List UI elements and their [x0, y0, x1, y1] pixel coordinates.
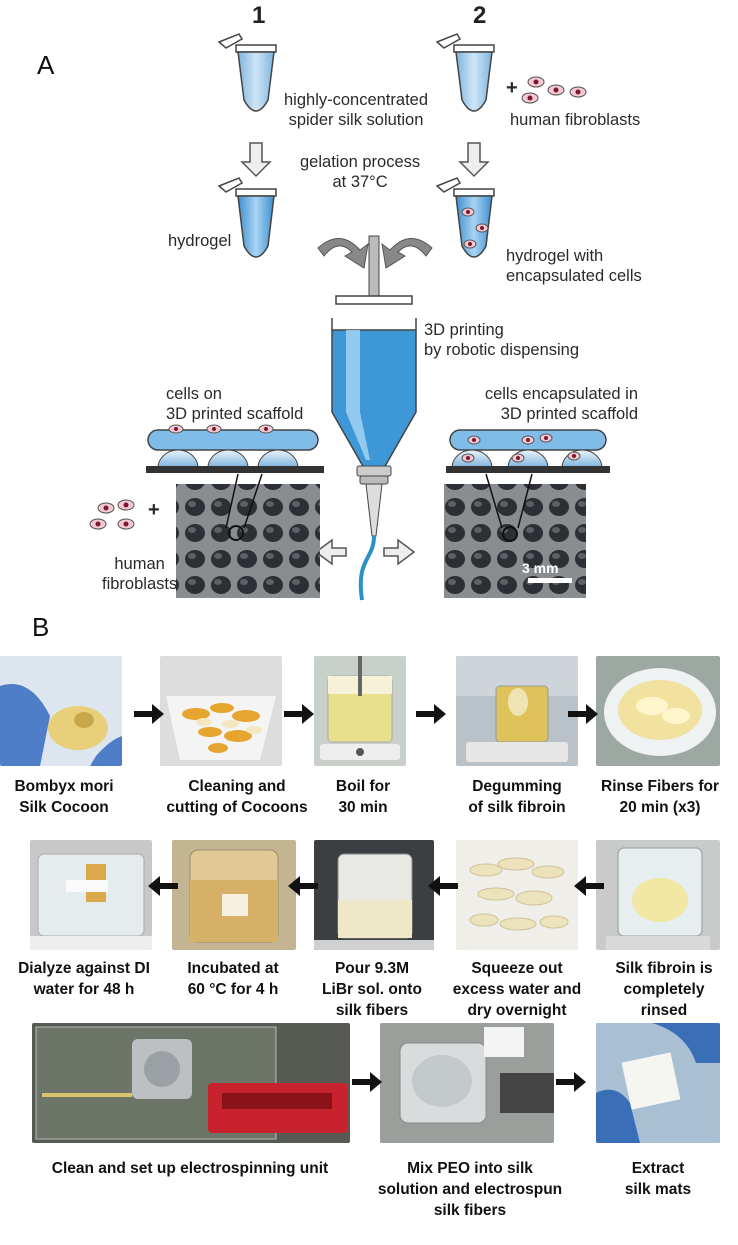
arrow-r3-1 — [352, 1072, 382, 1092]
photo-degumming — [456, 656, 578, 766]
down-arrow-2 — [458, 142, 490, 178]
column-number-1: 1 — [252, 2, 266, 29]
photo-squeeze — [456, 840, 578, 950]
panel-letter-b: B — [32, 612, 50, 642]
arrow-r3-2 — [556, 1072, 586, 1092]
tube-1-hydrogel — [217, 177, 277, 258]
arrow-right — [383, 538, 416, 566]
curved-arrow-right — [381, 238, 433, 269]
scaffold-right — [446, 429, 610, 473]
fibroblast-cells-bottom — [89, 499, 135, 530]
photo-incubated — [172, 840, 296, 950]
photo-mix-peo — [380, 1023, 554, 1143]
plus-sign-top: + — [506, 77, 518, 99]
human-fibroblasts-top-label: human fibroblasts — [510, 111, 641, 129]
plus-sign-bottom: + — [148, 499, 160, 521]
tube-1-solution — [217, 33, 277, 112]
column-number-2: 2 — [473, 2, 487, 29]
photo-silk-mat — [596, 1023, 720, 1143]
dispensing-syringe — [331, 235, 417, 601]
caption-r3-1: Clean and set up electrospinning unit — [51, 1160, 329, 1177]
tube-2-hydrogel-cells — [435, 177, 495, 258]
down-arrow-1 — [240, 142, 272, 178]
arrow-r1-3 — [416, 704, 446, 724]
fibroblast-cells-top — [521, 76, 587, 104]
tube-2-solution — [435, 33, 495, 112]
photo-fibroin-rinsed — [596, 840, 720, 950]
panel-letter-a: A — [37, 50, 55, 80]
arrow-r2-3 — [428, 876, 458, 896]
photo-rinse — [596, 656, 720, 766]
scaffold-photo-left — [176, 473, 320, 598]
scaffold-photo-right — [444, 473, 586, 598]
scale-bar-label: 3 mm — [522, 560, 559, 576]
arrow-left — [314, 538, 347, 566]
arrow-r2-2 — [288, 876, 318, 896]
arrow-r2-1 — [148, 876, 178, 896]
photo-electrospinning-unit — [32, 1023, 350, 1143]
arrow-r1-4 — [568, 704, 598, 724]
photo-dialyze — [30, 840, 152, 950]
hydrogel-label: hydrogel — [168, 232, 232, 250]
arrow-r1-1 — [134, 704, 164, 724]
photo-cut-cocoons — [160, 656, 282, 766]
panel-b-arrows — [134, 704, 604, 1092]
photo-cocoon — [0, 656, 122, 766]
scaffold-left — [146, 424, 324, 473]
photo-boil — [314, 656, 406, 766]
curved-arrow-left — [317, 238, 369, 269]
arrow-r2-4 — [574, 876, 604, 896]
panel-a-diagram — [89, 33, 610, 601]
photo-pour-libr — [314, 840, 434, 950]
arrow-r1-2 — [284, 704, 314, 724]
